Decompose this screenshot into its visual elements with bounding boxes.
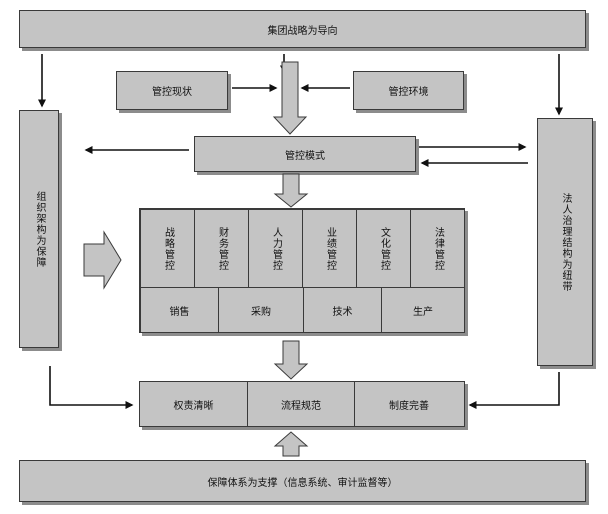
right-side-box: 法人治理结构为纽带 [537,118,593,366]
right-side-label: 法人治理结构为纽带 [560,192,571,292]
outcome-item: 制度完善 [354,382,464,426]
mode-label: 管控模式 [285,150,325,162]
arrow-right-to-outcomes [468,372,560,409]
control-item-label: 战略管控 [162,226,174,271]
block-arrow-to-matrix [273,173,309,208]
left-side-label: 组织架构为保障 [34,190,45,268]
outcome-item: 流程规范 [247,382,355,426]
control-matrix: 战略管控 财务管控 人力管控 业绩管控 文化管控 法律管控 销售 采购 技术 生… [139,208,465,333]
mode-box: 管控模式 [194,136,416,172]
outcome-item: 权责清晰 [140,382,248,426]
left-side-box: 组织架构为保障 [19,110,59,348]
function-item-label: 技术 [332,306,353,318]
bottom-banner: 保障体系为支撑（信息系统、审计监督等） [19,460,586,502]
outcome-item-label: 制度完善 [389,400,429,412]
bottom-banner-label: 保障体系为支撑（信息系统、审计监督等） [207,477,398,489]
control-item: 人力管控 [248,209,303,288]
environment-label: 管控环境 [388,87,429,98]
function-item-label: 销售 [169,306,190,318]
function-item: 采购 [218,287,304,333]
function-item-label: 采购 [251,306,271,318]
control-item: 文化管控 [356,209,411,288]
function-item: 生产 [381,287,465,333]
status-label: 管控现状 [152,87,192,98]
control-item-label: 财务管控 [216,226,228,271]
outcome-item-label: 流程规范 [281,400,321,412]
function-item-label: 生产 [413,306,433,318]
top-banner: 集团战略为导向 [19,10,586,48]
block-arrow-to-outcomes [273,340,309,380]
function-item: 销售 [140,287,219,333]
control-item-label: 法律管控 [432,226,444,271]
control-item: 法律管控 [410,209,465,288]
outcome-row: 权责清晰 流程规范 制度完善 [139,381,465,427]
control-item: 战略管控 [140,209,195,288]
arrow-left-to-outcomes [49,366,134,409]
status-box: 管控现状 [116,71,228,110]
function-item: 技术 [303,287,382,333]
environment-box: 管控环境 [353,71,464,110]
block-arrow-to-mode [272,61,308,135]
control-item-label: 文化管控 [378,226,390,271]
block-arrow-from-bottom [273,431,309,457]
control-item-label: 业绩管控 [324,226,336,271]
block-arrow-left-to-matrix [83,230,122,290]
outcome-item-label: 权责清晰 [173,400,214,412]
top-banner-label: 集团战略为导向 [267,25,338,37]
control-item: 业绩管控 [302,209,357,288]
control-item: 财务管控 [194,209,249,288]
control-item-label: 人力管控 [270,226,282,271]
